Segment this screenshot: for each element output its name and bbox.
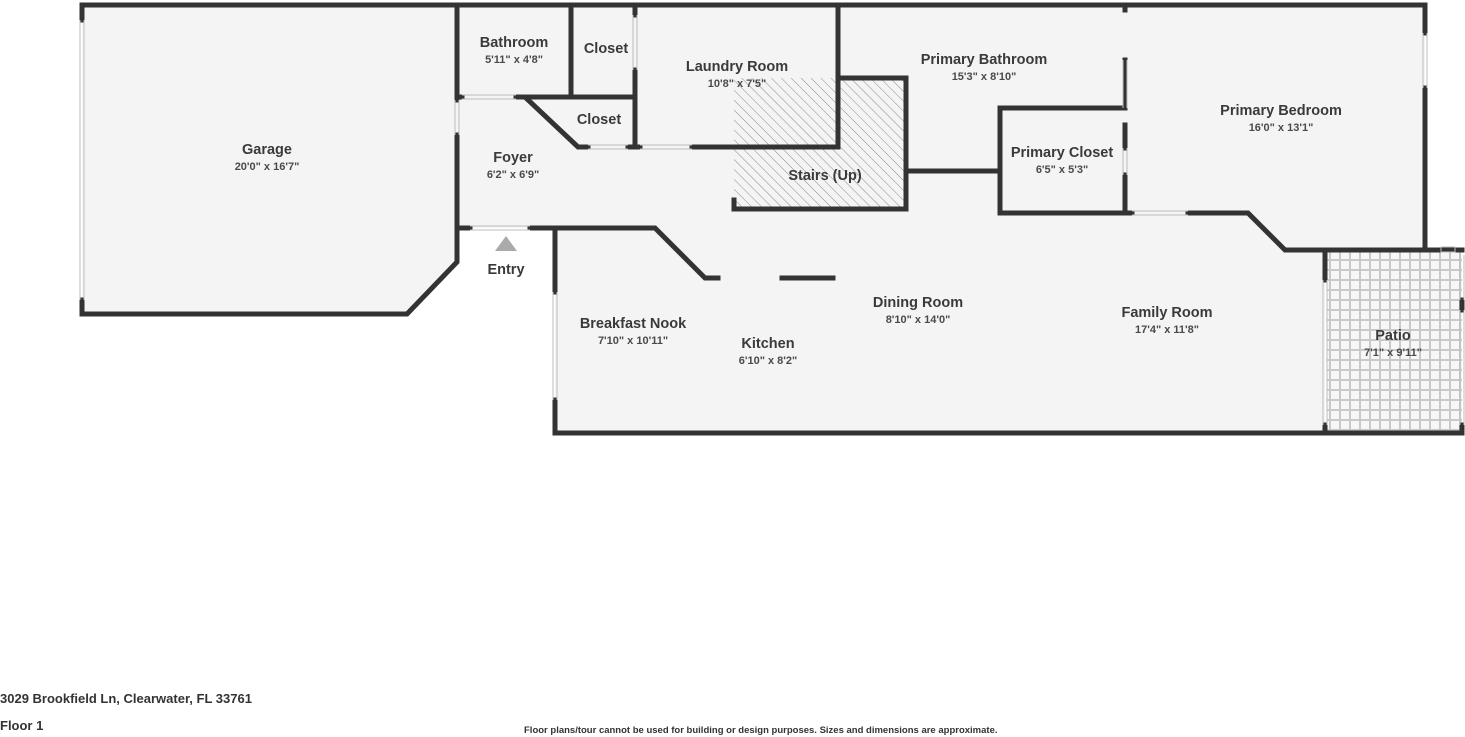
foyer-dims: 6'2" x 6'9" xyxy=(487,169,539,181)
primary-bathroom-dims: 15'3" x 8'10" xyxy=(952,71,1017,83)
bathroom-dims: 5'11" x 4'8" xyxy=(485,54,543,66)
family-room-dims: 17'4" x 11'8" xyxy=(1135,324,1199,336)
primary-closet-label: Primary Closet xyxy=(1011,145,1114,161)
breakfast-nook-label: Breakfast Nook xyxy=(580,316,687,332)
family-room-label: Family Room xyxy=(1121,305,1212,321)
foyer-label: Foyer xyxy=(493,150,533,166)
primary-bedroom-dims: 16'0" x 13'1" xyxy=(1249,122,1314,134)
dining-room-dims: 8'10" x 14'0" xyxy=(886,314,951,326)
floor-fill xyxy=(82,5,1462,433)
primary-bathroom-label: Primary Bathroom xyxy=(921,52,1048,68)
walls xyxy=(79,2,1465,436)
bathroom-label: Bathroom xyxy=(480,35,548,51)
closet-mid-label: Closet xyxy=(577,112,621,128)
primary-closet-dims: 6'5" x 5'3" xyxy=(1036,164,1088,176)
stairs-hatch xyxy=(734,78,906,209)
closet-top-label: Closet xyxy=(584,41,628,57)
entry-label: Entry xyxy=(487,262,524,278)
breakfast-nook-dims: 7'10" x 10'11" xyxy=(598,335,668,347)
patio-dims: 7'1" x 9'11" xyxy=(1364,347,1422,359)
patio-label: Patio xyxy=(1375,328,1411,344)
garage-label: Garage xyxy=(242,142,292,158)
windows xyxy=(79,15,1465,425)
entry-arrow-icon xyxy=(495,236,517,251)
kitchen-dims: 6'10" x 8'2" xyxy=(739,355,797,367)
patio-floor xyxy=(1327,252,1462,431)
primary-bedroom-label: Primary Bedroom xyxy=(1220,103,1342,119)
laundry-room-dims: 10'8" x 7'5" xyxy=(708,78,766,90)
disclaimer-text: Floor plans/tour cannot be used for buil… xyxy=(524,725,998,736)
laundry-room-label: Laundry Room xyxy=(686,59,788,75)
room-labels: Garage 20'0" x 16'7" Bathroom 5'11" x 4'… xyxy=(235,35,1422,367)
dining-room-label: Dining Room xyxy=(873,295,963,311)
stairs-label: Stairs (Up) xyxy=(788,168,861,184)
floor-label: Floor 1 xyxy=(0,718,44,733)
address-text: 3029 Brookfield Ln, Clearwater, FL 33761 xyxy=(0,691,252,706)
kitchen-label: Kitchen xyxy=(741,336,794,352)
garage-dims: 20'0" x 16'7" xyxy=(235,161,300,173)
